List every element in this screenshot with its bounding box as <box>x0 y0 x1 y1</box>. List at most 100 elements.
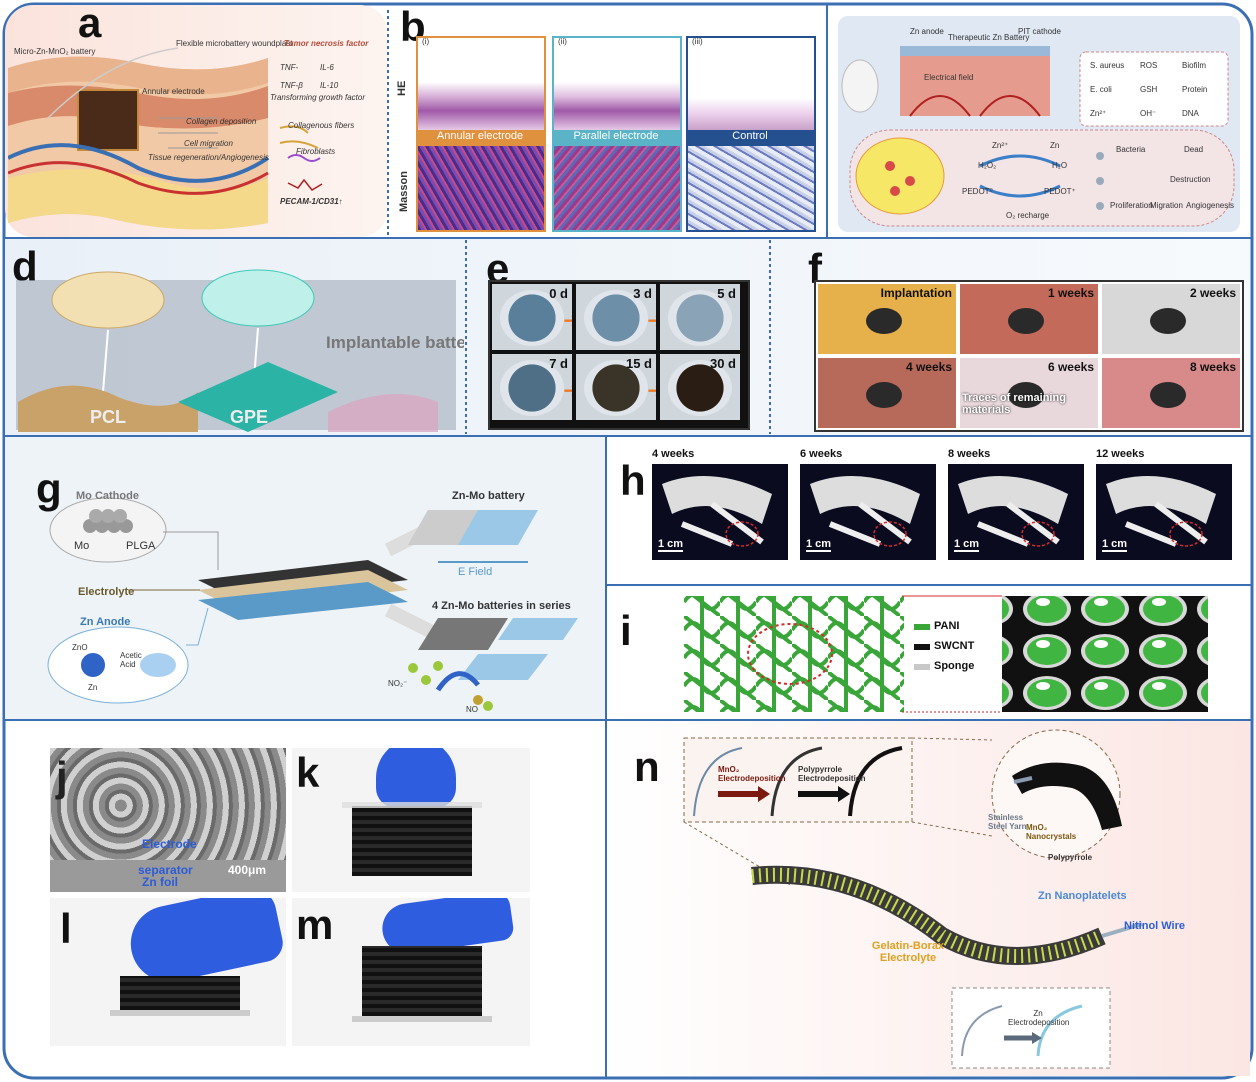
arrow-right-icon: ➔ <box>563 310 572 332</box>
legend-item: ROS <box>1140 61 1158 70</box>
label-tissue: Tissue regeneration/Angiogenesis <box>148 153 269 162</box>
label-il6: IL-6 <box>320 63 334 72</box>
arrow-right-icon: ➔ <box>563 380 572 402</box>
col-2-roman: (ii) <box>558 37 567 46</box>
petri-dish-photo: 0 d ➔ <box>492 284 572 350</box>
implant-photo: 1 weeks <box>960 284 1098 354</box>
panel-h-letter: h <box>620 457 646 504</box>
petri-dish-photo: 5 d <box>660 284 740 350</box>
label-field: Electrical field <box>924 73 974 82</box>
col-1-label: Annular electrode <box>436 130 524 142</box>
scale-bar-label: 1 cm <box>954 538 980 552</box>
implant-site <box>1008 308 1044 334</box>
label-o2: O₂ recharge <box>1006 211 1050 220</box>
micro-ct-image: 1 cm <box>800 464 936 560</box>
panel-g: g Mo Cathode Mo P <box>8 440 604 718</box>
label-zn-foil: Zn foil <box>142 875 178 889</box>
col-2-label: Parallel electrode <box>573 130 659 142</box>
petri-dish-photo: 30 d <box>660 354 740 420</box>
label-gpe: GPE <box>230 407 269 427</box>
label-bacteria: Bacteria <box>1116 145 1146 154</box>
day-label: 0 d <box>549 286 568 301</box>
label-pit: PIT cathode <box>1018 27 1061 36</box>
label-battery: Therapeutic Zn Battery <box>948 33 1030 42</box>
implant-site <box>866 308 902 334</box>
histology-column-3 <box>686 36 816 232</box>
day-label: 15 d <box>625 356 652 371</box>
label-ppy: Polypyrrole <box>1048 853 1093 862</box>
label-implantable: Implantable battery <box>326 333 464 352</box>
label-h2o: H₂O <box>1052 161 1068 170</box>
arrow-right-icon: ➔ <box>647 310 656 332</box>
legend-swatch <box>914 624 930 630</box>
label-nanocrystals: MnO₂ Nanocrystals <box>1026 823 1077 841</box>
label-dead: Dead <box>1184 145 1204 154</box>
panel-i-letter: i <box>620 607 632 654</box>
label-zn-dep: Zn Electrodeposition <box>1008 1009 1070 1027</box>
skin-illustration <box>8 47 323 230</box>
timepoint-label: 2 weeks <box>1189 286 1236 300</box>
label-electrode: Electrode <box>142 837 197 851</box>
timepoint-label: 6 weeks <box>1047 360 1094 374</box>
legend-item: OH⁻ <box>1140 109 1157 118</box>
label-annular: Annular electrode <box>142 87 205 96</box>
label-pcl: PCL <box>90 407 126 427</box>
implant-photo: 2 weeks <box>1102 284 1240 354</box>
arrow-right-icon: ➔ <box>647 380 656 402</box>
panel-m-photo: m <box>292 898 530 1046</box>
label-gelatin: Gelatin-Borax Electrolyte <box>871 940 945 965</box>
legend-label: SWCNT <box>934 640 975 652</box>
week-label: 4 weeks <box>652 448 695 460</box>
panel-d: d Implantable battery PCL GPE <box>8 242 464 434</box>
label-pedot-b: PEDOT⁺ <box>1044 187 1076 196</box>
day-label: 3 d <box>633 286 652 301</box>
implant-photo: 8 weeks <box>1102 358 1240 428</box>
petri-dish <box>584 290 648 346</box>
label-tnf: TNF- <box>280 63 299 72</box>
label-proliferation: Proliferation <box>1110 201 1153 210</box>
legend-label: Sponge <box>934 660 975 672</box>
label-zn-nano: Zn Nanoplatelets <box>1038 890 1127 902</box>
label-no2: NO₂⁻ <box>388 679 408 688</box>
panel-f: f Implantation 1 weeks 2 weeks 4 weeks 6 wee… <box>776 244 1244 434</box>
petri-dish <box>500 290 564 346</box>
week-label: 12 weeks <box>1096 448 1145 460</box>
timepoint-label: Implantation <box>880 286 952 300</box>
label-zno: ZnO <box>72 643 88 652</box>
timepoint-label: 4 weeks <box>905 360 952 374</box>
label-angiogenesis: Angiogenesis <box>1186 201 1235 210</box>
label-series: 4 Zn-Mo batteries in series <box>432 600 571 612</box>
label-zn-anode: Zn Anode <box>80 616 131 628</box>
implant-site <box>1150 382 1186 408</box>
label-h2o2: H₂O₂ <box>978 161 997 170</box>
petri-dish <box>500 360 564 416</box>
label-battery: Zn-Mo battery <box>452 490 525 502</box>
implant-photo: Implantation <box>818 284 956 354</box>
panel-k-photo: k <box>292 748 530 892</box>
implant-site <box>866 382 902 408</box>
label-migration: Migration <box>1150 201 1183 210</box>
label-il10: IL-10 <box>320 81 339 90</box>
implant-site <box>1008 382 1044 408</box>
panel-m-letter: m <box>296 901 334 948</box>
scale-bar-label: 400μm <box>228 863 267 877</box>
label-zn-anode: Zn anode <box>910 27 944 36</box>
micro-ct-image: 1 cm <box>948 464 1084 560</box>
panel-f-letter: f <box>808 245 822 292</box>
label-tnfb: TNF-β <box>280 81 303 90</box>
sponge-structure-illustration <box>684 595 1208 713</box>
panel-e-letter: e <box>486 245 510 292</box>
label-efield: E Field <box>458 566 493 578</box>
label-remaining: Traces of remaining materials <box>962 392 1066 417</box>
label-destruction: Destruction <box>1170 175 1211 184</box>
panel-n: n MnO₂ Electrodeposition Pol <box>612 726 1248 1076</box>
panel-n-letter: n <box>634 743 660 790</box>
scale-bar-label: 1 cm <box>806 538 832 552</box>
label-acetic: Acetic Acid <box>120 651 142 669</box>
legend-item: E. coli <box>1090 85 1112 94</box>
panel-l-letter: l <box>60 905 72 952</box>
implant-photo: 4 weeks <box>818 358 956 428</box>
